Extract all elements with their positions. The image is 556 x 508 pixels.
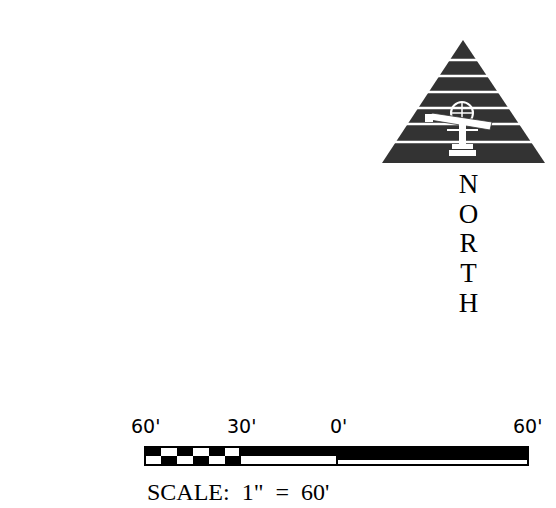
north-arrow xyxy=(382,40,545,163)
scale-text: SCALE: 1" = 60' xyxy=(147,480,329,504)
scale-tick-label: 60' xyxy=(513,417,542,436)
scale-tick-label: 30' xyxy=(227,417,256,436)
telescope-icon xyxy=(425,102,492,156)
scale-tick-label: 60' xyxy=(131,417,160,436)
scale-tick-label: 0' xyxy=(330,417,347,436)
north-label: NORTH xyxy=(455,170,482,318)
scale-bar xyxy=(145,447,528,465)
